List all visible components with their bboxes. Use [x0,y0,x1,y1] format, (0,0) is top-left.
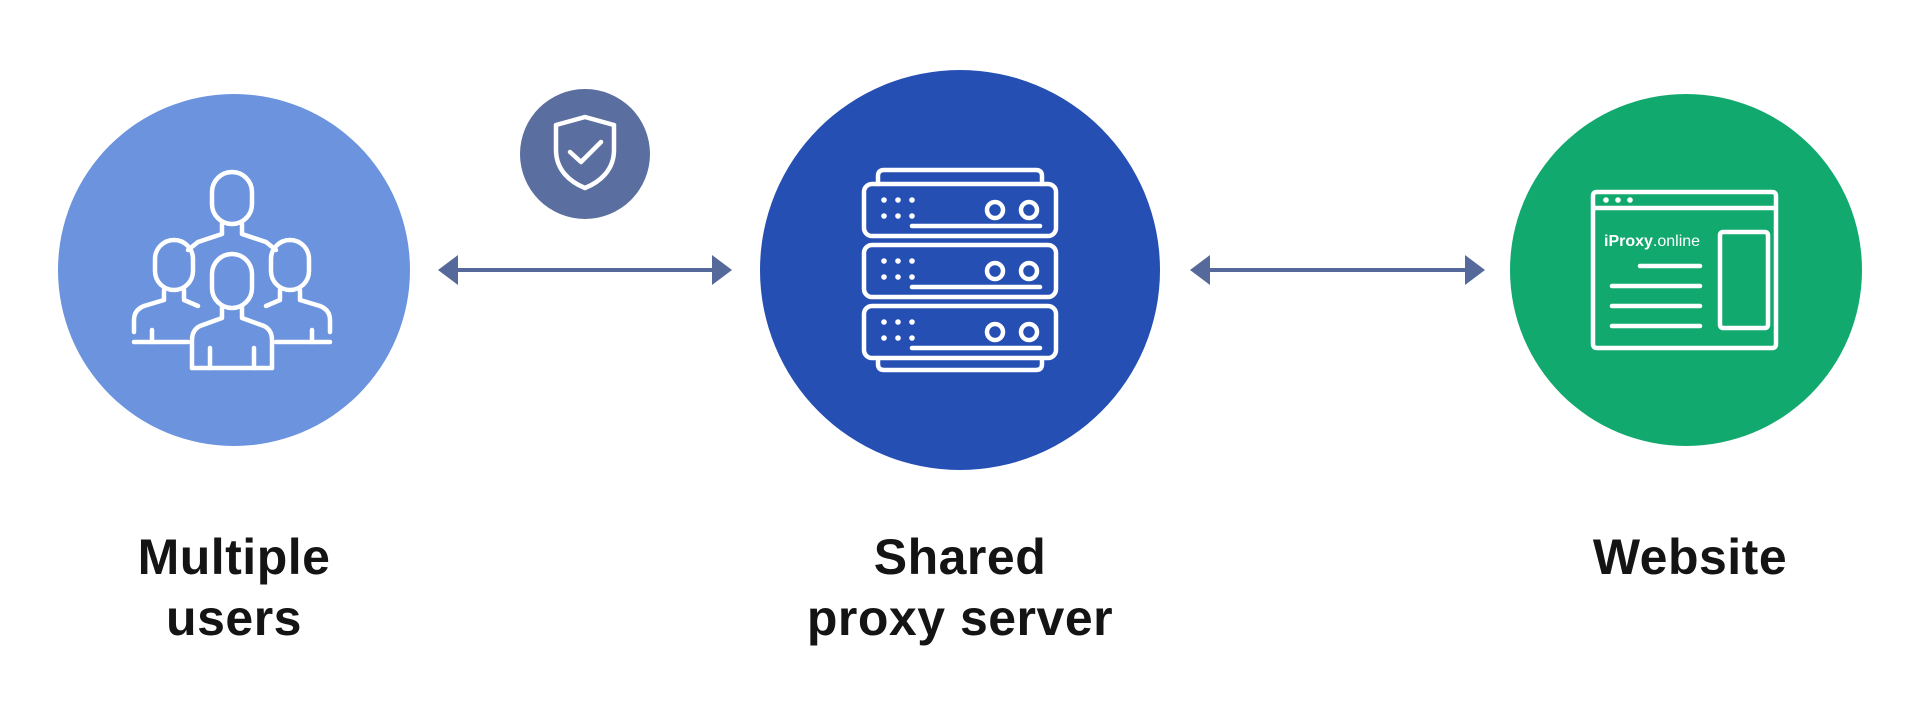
users-proxy-arrow [438,255,732,285]
website-node-circle [1510,94,1862,446]
shield-check-icon [553,114,617,191]
server-rack-icon [861,167,1059,373]
users-group-icon [131,169,333,371]
proxy-node-circle [760,70,1160,470]
website-label-line-1: Website [1592,529,1788,585]
server-rack-dots [881,197,915,341]
brand-logo-bold: iProxy [1604,233,1653,250]
website-label: Website [1460,527,1920,588]
browser-window-dots [1603,197,1633,203]
brand-logo-light: .online [1653,233,1700,250]
users-node-circle [58,94,410,446]
security-badge [520,89,650,219]
browser-window-icon [1590,189,1779,351]
proxy-label: Shared proxy server [730,527,1190,649]
proxy-label-line-2: proxy server [806,590,1114,646]
proxy-website-arrow [1190,255,1485,285]
proxy-label-line-1: Shared [873,529,1047,585]
users-label-line-2: users [166,590,302,646]
users-label: Multiple users [4,527,464,649]
users-label-line-1: Multiple [137,529,331,585]
brand-logo: iProxy.online [1604,233,1700,250]
